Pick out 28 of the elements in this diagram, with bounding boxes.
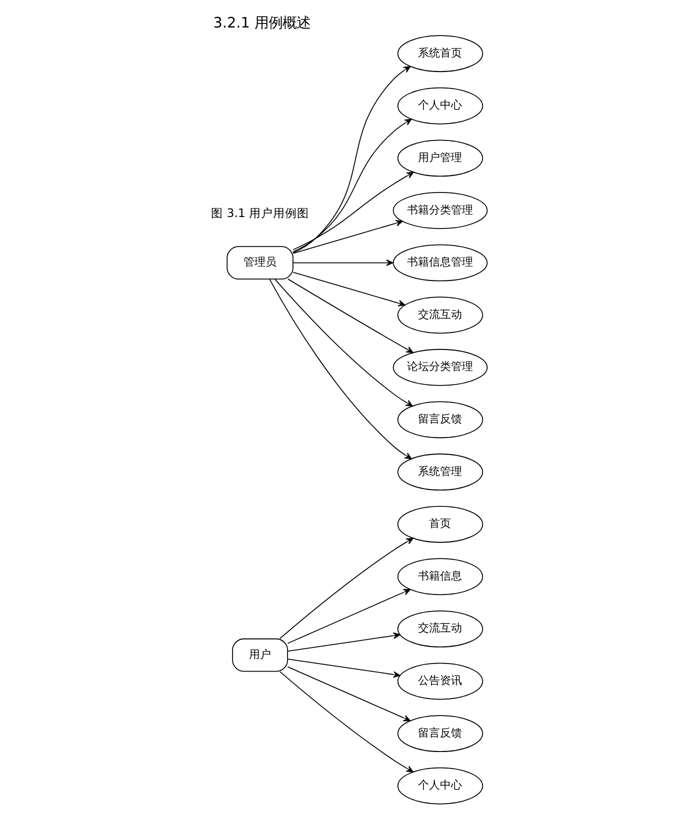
arrow	[292, 260, 394, 266]
arrow	[287, 666, 411, 722]
diagram-title: 3.2.1 用例概述	[213, 15, 310, 32]
arrow	[287, 658, 400, 678]
node-box: 用户	[232, 638, 288, 672]
arrow	[287, 589, 411, 644]
arrow	[292, 272, 406, 306]
node-ellipse: 交流互动	[397, 610, 484, 648]
node-ellipse: 用户管理	[397, 140, 484, 177]
arrow	[269, 278, 412, 460]
node-ellipse: 书籍分类管理	[392, 192, 488, 229]
arrow	[292, 66, 411, 254]
node-ellipse: 公告资讯	[397, 662, 484, 700]
arrow	[292, 172, 414, 250]
node-ellipse: 个人中心	[397, 767, 484, 804]
arrow	[274, 278, 413, 407]
node-ellipse: 书籍信息管理	[392, 244, 488, 282]
node-ellipse: 留言反馈	[397, 401, 484, 438]
arrow	[292, 118, 412, 252]
arrow	[280, 671, 414, 772]
arrow	[280, 538, 414, 639]
node-ellipse: 论坛分类管理	[392, 348, 488, 386]
arrow	[292, 220, 403, 254]
node-box: 管理员	[226, 246, 294, 280]
arrow	[287, 632, 400, 652]
node-ellipse: 首页	[397, 506, 484, 543]
caption: 图 3.1 用户用例图	[211, 206, 310, 220]
arrow	[288, 278, 414, 354]
